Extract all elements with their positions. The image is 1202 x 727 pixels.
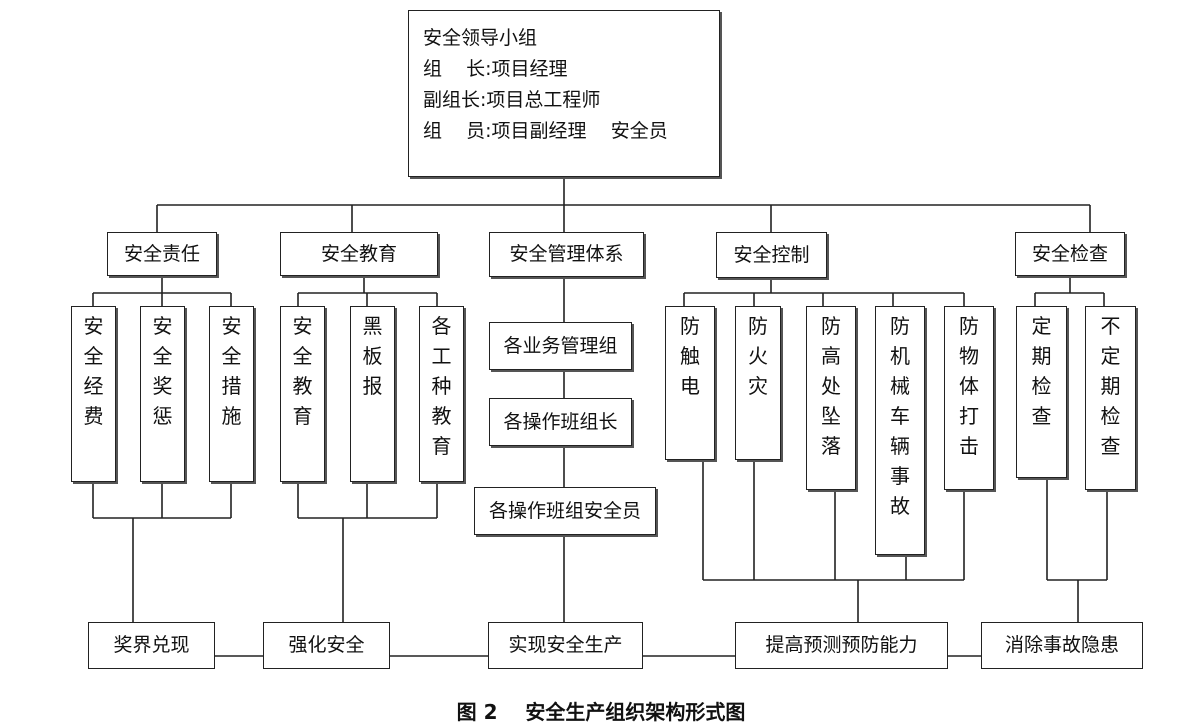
- management-groups: 各业务管理组: [489, 322, 632, 370]
- outcome-safe-production: 实现安全生产: [488, 622, 643, 669]
- item-prevent-fire: 防火灾: [735, 306, 781, 460]
- item-prevent-falling-objects: 防物体打击: [944, 306, 994, 490]
- figure-caption: 图 2 安全生产组织架构形式图: [456, 700, 746, 724]
- team-leaders: 各操作班组长: [489, 398, 632, 446]
- leader-line-members: 组 员:项目副经理 安全员: [423, 120, 668, 142]
- item-safety-measures: 安全措施: [209, 306, 254, 482]
- leader-line-head: 组 长:项目经理: [423, 58, 568, 80]
- item-trade-education: 各工种教育: [419, 306, 464, 482]
- outcome-rewards: 奖界兑现: [88, 622, 215, 669]
- item-safety-rewards: 安全奖惩: [140, 306, 185, 482]
- category-management-system: 安全管理体系: [489, 232, 644, 277]
- item-safety-funding: 安全经费: [71, 306, 116, 482]
- item-prevent-machinery-accidents: 防机械车辆事故: [875, 306, 925, 555]
- outcome-strengthen-safety: 强化安全: [263, 622, 390, 669]
- category-control: 安全控制: [716, 232, 827, 278]
- team-safety-officers: 各操作班组安全员: [474, 487, 656, 535]
- outcome-prediction-prevention: 提高预测预防能力: [735, 622, 948, 669]
- item-blackboard: 黑板报: [350, 306, 395, 482]
- category-responsibility: 安全责任: [107, 232, 217, 276]
- item-prevent-falls: 防高处坠落: [806, 306, 856, 490]
- item-prevent-electric-shock: 防触电: [665, 306, 715, 460]
- item-irregular-inspection: 不定期检查: [1085, 306, 1136, 490]
- leadership-group-box: 安全领导小组 组 长:项目经理 副组长:项目总工程师 组 员:项目副经理 安全员: [408, 10, 720, 177]
- item-safety-education: 安全教育: [280, 306, 325, 482]
- outcome-eliminate-hazards: 消除事故隐患: [981, 622, 1143, 669]
- leader-line-title: 安全领导小组: [423, 27, 538, 49]
- category-education: 安全教育: [280, 232, 438, 276]
- category-inspection: 安全检查: [1015, 232, 1125, 276]
- leader-line-deputy: 副组长:项目总工程师: [423, 89, 601, 111]
- item-regular-inspection: 定期检查: [1016, 306, 1067, 478]
